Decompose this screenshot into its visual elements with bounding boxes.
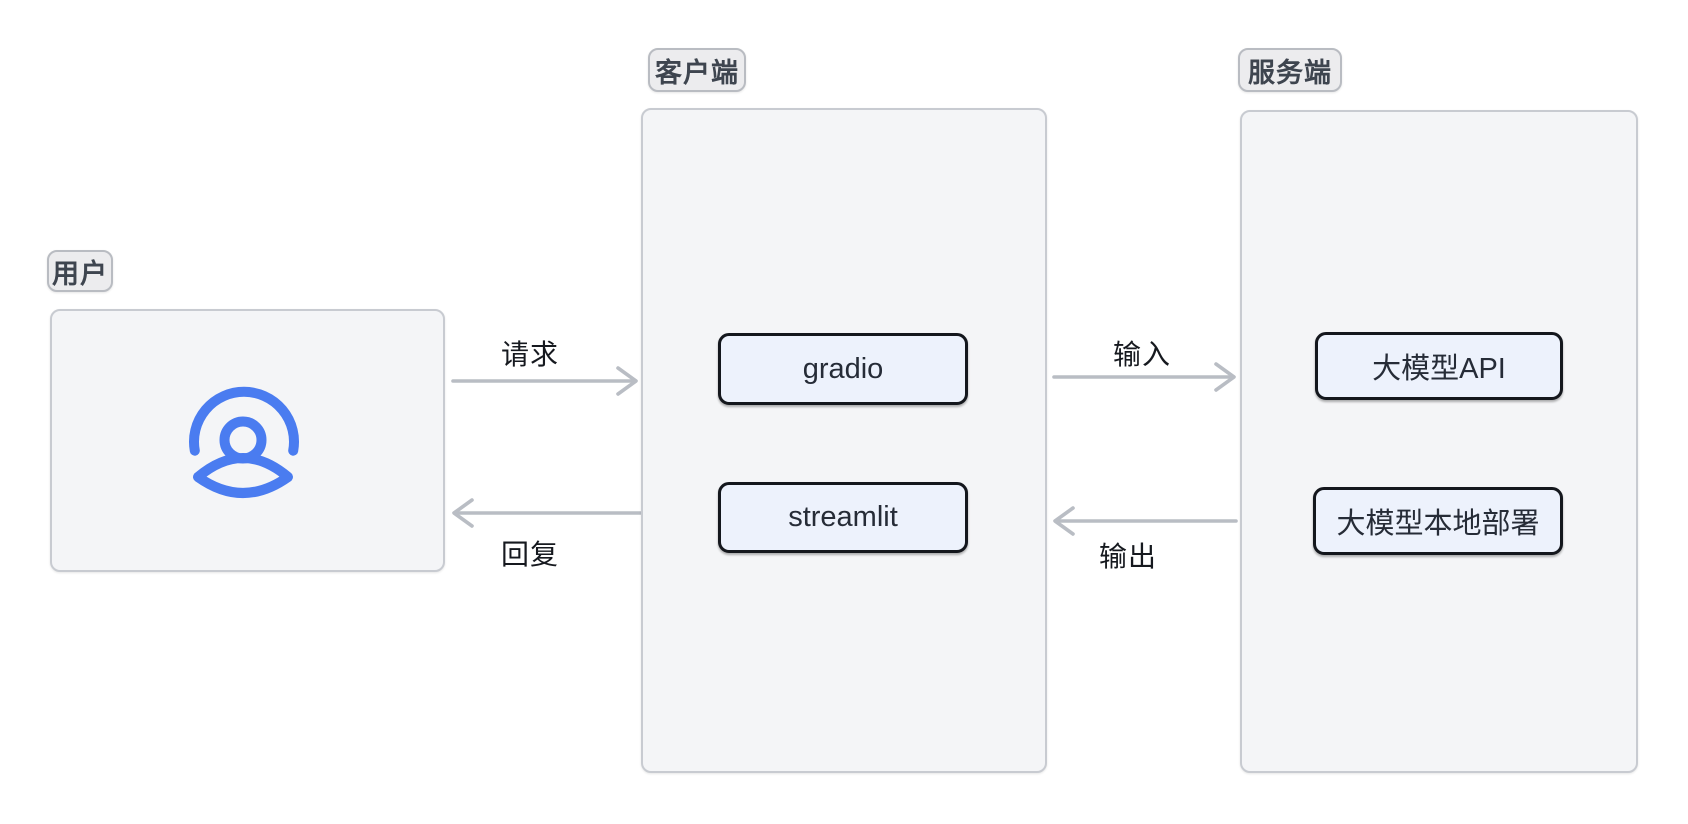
node-llm-api: 大模型API: [1315, 332, 1563, 400]
server-container-box: [1240, 110, 1638, 773]
edge-label-reply: 回复: [500, 539, 560, 570]
group-badge-user: 用户: [47, 250, 113, 292]
node-gradio: gradio: [718, 333, 968, 405]
group-badge-server: 服务端: [1238, 48, 1342, 92]
client-container-box: [641, 108, 1047, 773]
edge-label-input: 输入: [1112, 339, 1172, 370]
group-badge-client: 客户端: [648, 48, 746, 92]
node-streamlit-label: streamlit: [788, 501, 898, 533]
node-llm-local-deploy: 大模型本地部署: [1313, 487, 1563, 555]
node-llm-api-label: 大模型API: [1372, 353, 1506, 385]
group-badge-client-label: 客户端: [655, 57, 739, 88]
output-arrow: [1053, 506, 1238, 536]
group-badge-server-label: 服务端: [1248, 57, 1332, 88]
user-icon: [187, 380, 307, 500]
edge-label-output: 输出: [1098, 541, 1158, 572]
node-gradio-label: gradio: [802, 352, 884, 385]
node-streamlit: streamlit: [718, 482, 968, 553]
group-badge-user-label: 用户: [52, 258, 108, 289]
node-llm-local-deploy-label: 大模型本地部署: [1336, 508, 1540, 540]
reply-arrow: [452, 498, 643, 528]
edge-label-request: 请求: [500, 339, 560, 370]
user-container-box: [50, 309, 445, 572]
